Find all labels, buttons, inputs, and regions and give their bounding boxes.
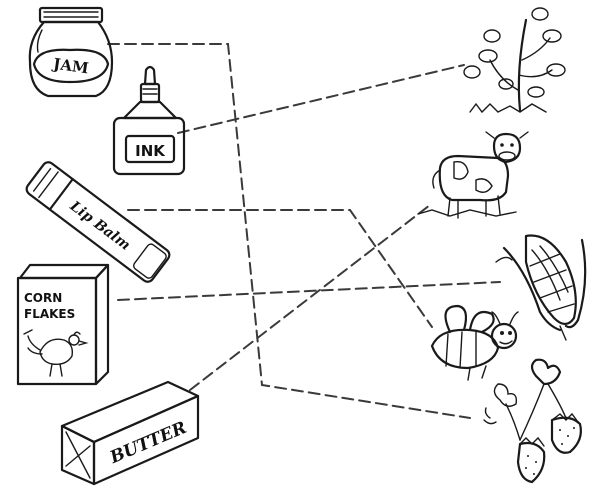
flakes-label: FLAKES [24, 307, 75, 321]
strawberry-plant-icon [483, 358, 582, 484]
ink-bottle-icon: INK [112, 65, 186, 176]
line-lipbalm-bee [127, 209, 433, 328]
jam-jar-icon: JAM [28, 6, 114, 98]
plant-icon [463, 7, 566, 114]
ink-label: INK [135, 142, 166, 160]
lip-balm-label: Lip Balm [66, 198, 133, 254]
strawberry-seeds [525, 427, 575, 475]
corn-label: CORN [24, 291, 62, 305]
corn-cob-icon [495, 234, 587, 341]
butter-block-icon: BUTTER [60, 380, 200, 486]
matching-lines [107, 43, 501, 419]
cereal-box-icon: CORN FLAKES [16, 263, 110, 386]
rooster-icon [27, 331, 89, 377]
line-butter-cow [189, 204, 431, 391]
line-cornflakes-corn [117, 281, 501, 301]
line-jam-strawberry [107, 43, 471, 419]
cow-icon [417, 131, 529, 219]
jam-label: JAM [50, 54, 89, 77]
line-ink-plant [177, 64, 465, 134]
bee-icon [430, 304, 519, 381]
